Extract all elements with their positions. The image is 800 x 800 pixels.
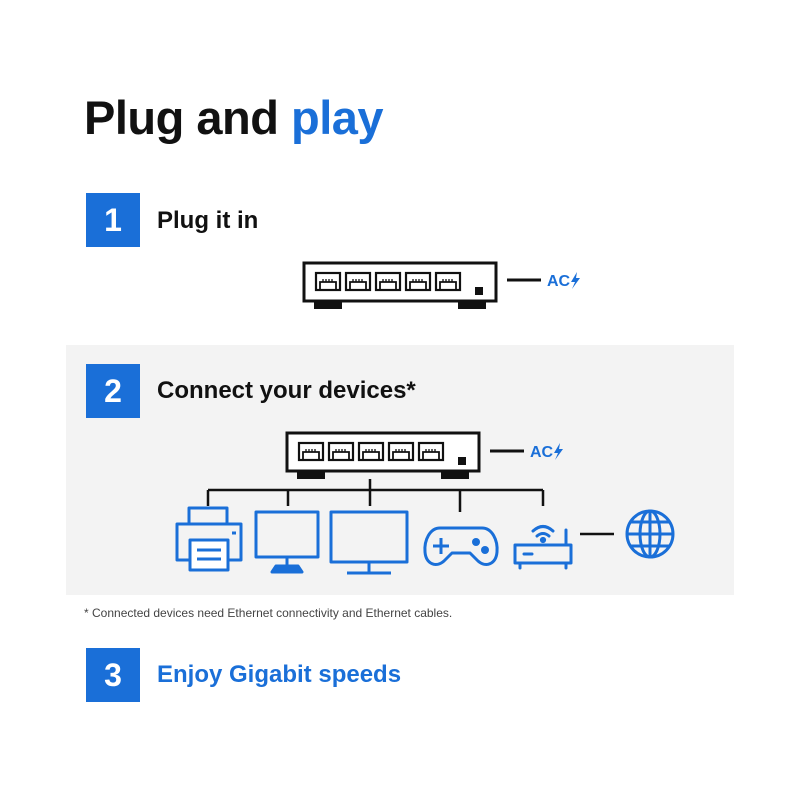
- lightning-bolt-icon: [571, 272, 580, 289]
- step-1-number: 1: [86, 193, 140, 247]
- step-3-label: Enjoy Gigabit speeds: [157, 661, 402, 688]
- globe-icon: [625, 509, 675, 559]
- router-icon: [513, 525, 573, 570]
- step-2-label: Connect your devices*: [157, 377, 416, 404]
- connection-lines: [206, 479, 614, 536]
- printer-icon: [175, 506, 243, 572]
- monitor-icon: [254, 510, 320, 574]
- power-label: AC: [547, 273, 571, 290]
- monitor-icon: [329, 510, 409, 575]
- step-2-number: 2: [86, 364, 140, 418]
- network-switch-icon: [287, 433, 479, 479]
- step-1-label: Plug it in: [157, 207, 259, 234]
- title-accent: play: [291, 91, 384, 144]
- footnote: * Connected devices need Ethernet connec…: [84, 606, 453, 620]
- title-main: Plug and: [84, 91, 279, 144]
- page-title: Plug and play: [84, 90, 384, 146]
- gamepad-icon: [423, 526, 499, 566]
- network-switch-icon: [304, 263, 496, 309]
- step-3-number: 3: [86, 648, 140, 702]
- lightning-bolt-icon: [554, 443, 563, 460]
- power-label: AC: [530, 444, 554, 461]
